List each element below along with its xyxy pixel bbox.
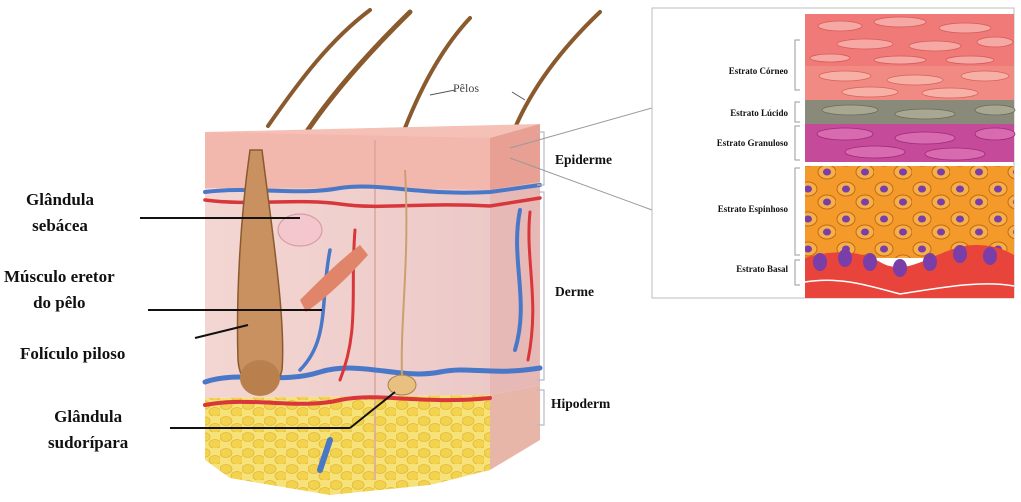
label-glandula-sudoripara-line1: Glândula bbox=[48, 407, 128, 427]
label-musculo-eretor-line1: Músculo eretor bbox=[4, 267, 115, 287]
label-foliculo: Folículo piloso bbox=[20, 344, 125, 364]
label-epiderme: Epiderme bbox=[555, 152, 612, 168]
label-hipoderme: Hipoderm bbox=[551, 396, 610, 412]
label-glandula-sudoripara: Glândula sudorípara bbox=[48, 407, 128, 453]
label-estrato-corneo: Estrato Córneo bbox=[683, 66, 788, 76]
label-estrato-espinhoso: Estrato Espinhoso bbox=[663, 204, 788, 214]
label-estrato-basal: Estrato Basal bbox=[683, 264, 788, 274]
label-musculo-eretor: Músculo eretor do pêlo bbox=[4, 267, 115, 313]
label-glandula-sebacea: Glândula sebácea bbox=[26, 190, 94, 236]
label-derme: Derme bbox=[555, 284, 594, 300]
label-estrato-lucido: Estrato Lúcido bbox=[683, 108, 788, 118]
pelos-leader bbox=[430, 90, 455, 95]
pelos-leader-2 bbox=[512, 92, 525, 100]
label-glandula-sudoripara-line2: sudorípara bbox=[48, 433, 128, 453]
label-glandula-sebacea-line1: Glândula bbox=[26, 190, 94, 210]
label-glandula-sebacea-line2: sebácea bbox=[26, 216, 94, 236]
label-musculo-eretor-line2: do pêlo bbox=[4, 293, 115, 313]
label-estrato-granuloso: Estrato Granuloso bbox=[663, 138, 788, 148]
label-pelos: Pêlos bbox=[453, 81, 479, 96]
epidermis-inset bbox=[652, 8, 1015, 298]
